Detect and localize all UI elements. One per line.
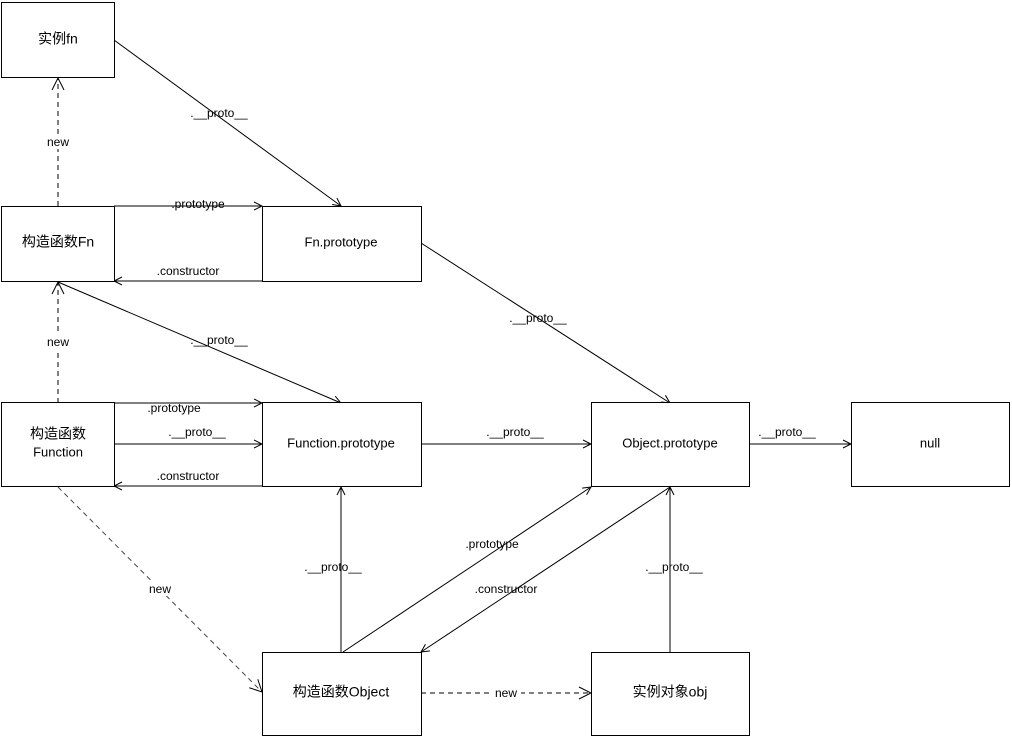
label-fn-constructor: .constructor (157, 264, 220, 278)
node-ctor-fn-label: 构造函数Fn (22, 234, 94, 250)
edge-fnctor-proto (57, 281, 341, 403)
label-fnproto-proto: .__proto__ (509, 311, 567, 325)
label-function-constructor: .constructor (157, 469, 220, 483)
label-object-prototype: .prototype (465, 537, 519, 551)
node-instance-obj: 实例对象obj (591, 652, 750, 736)
label-fn-instance-proto: .__proto__ (190, 106, 248, 120)
node-ctor-fn: 构造函数Fn (1, 206, 115, 282)
label-object-proto: .__proto__ (304, 560, 362, 574)
label-function-new: new (47, 335, 69, 349)
node-function-prototype-label: Function.prototype (287, 435, 395, 450)
edge-object-constructor (421, 486, 671, 652)
node-null-label: null (920, 435, 940, 450)
label-fnctor-proto: .__proto__ (190, 333, 248, 347)
edge-fn-instance-proto (113, 39, 341, 206)
label-object-new-obj: new (495, 686, 517, 700)
label-function-self-proto: .__proto__ (168, 425, 226, 439)
node-instance-obj-label: 实例对象obj (633, 684, 708, 700)
node-ctor-function: 构造函数 Function (1, 402, 115, 487)
node-ctor-object-label: 构造函数Object (293, 684, 390, 700)
node-ctor-object: 构造函数Object (262, 652, 422, 736)
label-function-new-object: new (149, 582, 171, 596)
label-obj-proto: .__proto__ (645, 560, 703, 574)
label-object-constructor: .constructor (475, 582, 538, 596)
node-instance-fn-label: 实例fn (38, 31, 78, 47)
node-fn-prototype-label: Fn.prototype (305, 234, 378, 249)
label-function-prototype: .prototype (147, 401, 201, 415)
node-object-prototype: Object.prototype (591, 402, 750, 487)
edge-object-prototype (342, 487, 591, 653)
node-ctor-function-label-line1: 构造函数 (30, 426, 86, 442)
edge-fnproto-proto (420, 242, 670, 403)
label-fn-new: new (47, 135, 69, 149)
node-instance-fn: 实例fn (1, 2, 115, 78)
node-null: null (851, 402, 1010, 487)
node-object-prototype-label: Object.prototype (622, 435, 717, 450)
node-function-prototype: Function.prototype (262, 402, 422, 487)
label-fn-prototype: .prototype (171, 197, 225, 211)
node-fn-prototype: Fn.prototype (262, 206, 422, 282)
node-ctor-function-label-line2: Function (33, 444, 83, 459)
label-objectproto-proto: .__proto__ (758, 425, 816, 439)
label-functionproto-proto: .__proto__ (486, 425, 544, 439)
